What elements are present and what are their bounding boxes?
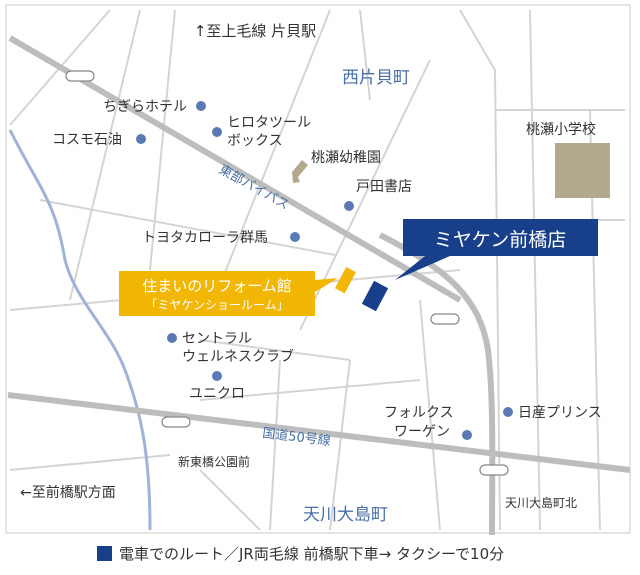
reform-callout-pointer	[315, 278, 338, 292]
map-pin	[136, 134, 146, 144]
map-pin	[167, 333, 177, 343]
area-amagawa: 天川大島町	[303, 505, 388, 525]
label-folks-2: ワーゲン	[394, 424, 450, 440]
road-shield	[161, 416, 191, 428]
map-pin	[196, 101, 206, 111]
map-pin	[212, 127, 222, 137]
reform-title: 住まいのリフォーム館	[142, 277, 292, 295]
label-shin-maebashi: 新東橋公園前	[178, 454, 250, 469]
label-folks-1: フォルクス	[384, 405, 454, 421]
label-uniqlo: ユニクロ	[189, 386, 245, 402]
reform-marker	[334, 267, 356, 294]
store-marker	[361, 280, 389, 312]
store-name: ミヤケン前橋店	[434, 229, 566, 251]
road-shield	[430, 313, 460, 325]
area-nishikatakai: 西片貝町	[342, 68, 410, 88]
map-pin	[290, 232, 300, 242]
school-building	[555, 143, 610, 198]
west-direction: ←至前橋駅方面	[20, 484, 116, 501]
label-hiroto-1: ヒロタツール	[227, 115, 311, 131]
label-amagawa-north: 天川大島町北	[505, 495, 577, 510]
reform-subtitle: 「ミヤケンショールーム」	[145, 298, 288, 312]
label-cosmo: コスモ石油	[52, 132, 122, 148]
legend-swatch	[97, 546, 112, 561]
place-markers	[136, 101, 513, 440]
label-central-1: セントラル	[182, 331, 252, 347]
map-pin	[212, 371, 222, 381]
label-central-2: ウェルネスクラブ	[182, 348, 294, 365]
label-nissan: 日産プリンス	[518, 405, 602, 421]
map-frame	[5, 4, 631, 534]
label-chigira: ちぎらホテル	[103, 99, 187, 115]
store-callout-pointer	[395, 256, 450, 280]
route50-road	[7, 392, 631, 473]
label-hiroto-2: ボックス	[227, 133, 283, 149]
kindergarten-building	[292, 160, 308, 183]
bypass-road	[8, 35, 462, 303]
label-momose-es: 桃瀬小学校	[526, 121, 596, 138]
label-momose-kg: 桃瀬幼稚園	[311, 150, 381, 166]
road-shield	[65, 70, 95, 82]
road-shield	[479, 464, 509, 476]
map-pin	[503, 407, 513, 417]
reform-callout	[119, 271, 315, 316]
north-direction: ↑至上毛線 片貝駅	[194, 22, 316, 40]
road-shields	[65, 70, 509, 476]
river	[8, 129, 152, 531]
map-pin	[462, 430, 472, 440]
label-toda: 戸田書店	[356, 179, 412, 195]
label-toyota: トヨタカローラ群馬	[142, 230, 268, 246]
store-callout	[403, 219, 598, 256]
map-pin	[344, 201, 354, 211]
legend-text: 電車でのルート／JR両毛線 前橋駅下車→ タクシーで10分	[119, 545, 504, 563]
